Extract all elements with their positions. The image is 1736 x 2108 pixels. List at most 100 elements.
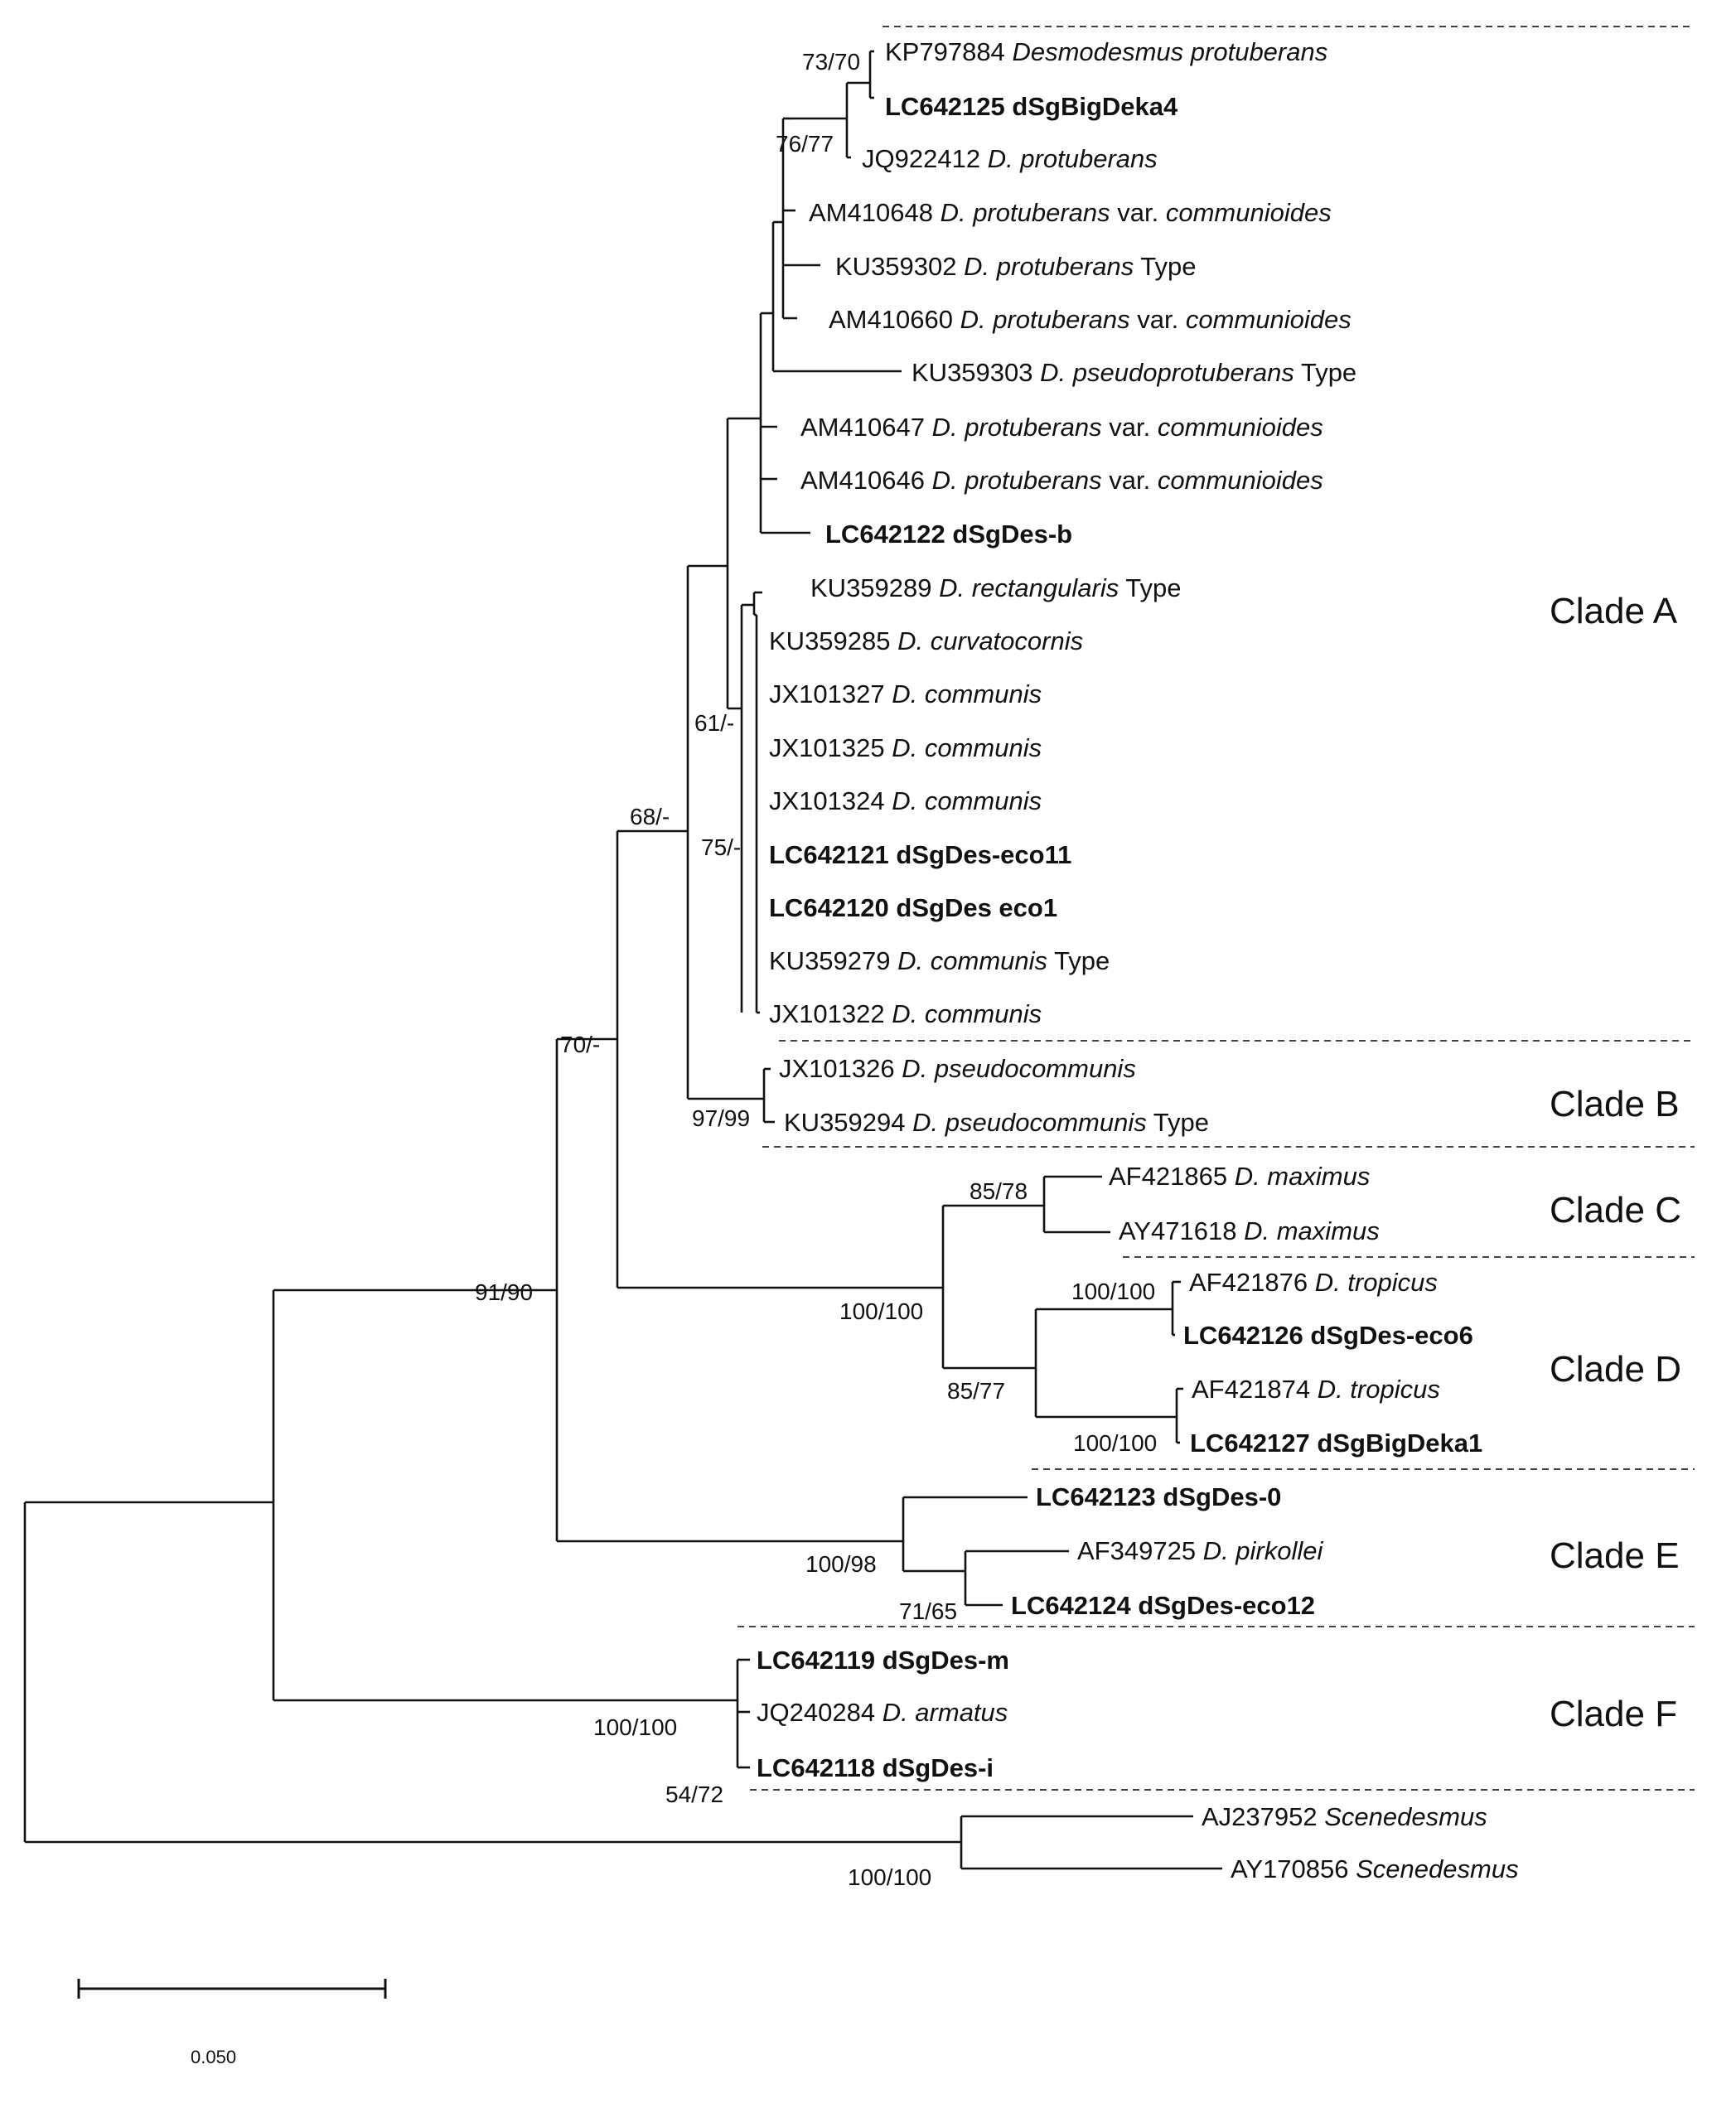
taxon-label: LC642125 dSgBigDeka4: [885, 92, 1178, 121]
support-value: 100/100: [1071, 1279, 1155, 1304]
taxon-name: D. communis: [892, 733, 1042, 762]
taxon-label: LC642127 dSgBigDeka1: [1190, 1429, 1482, 1458]
taxon-accession: JX101322: [769, 999, 885, 1028]
taxon-label: JQ922412 D. protuberans: [862, 144, 1158, 173]
taxon-label: KP797884 Desmodesmus protuberans: [885, 37, 1327, 66]
support-value: 71/65: [899, 1598, 957, 1624]
support-value: 100/100: [839, 1298, 923, 1324]
taxon-name: D. armatus: [883, 1698, 1008, 1727]
taxon-accession: LC642120: [769, 893, 889, 922]
support-value: 54/72: [665, 1782, 723, 1807]
taxon-name: dSgDes-eco6: [1310, 1321, 1472, 1350]
taxon-label: KU359303 D. pseudoprotuberans Type: [912, 358, 1356, 387]
support-value: 100/100: [593, 1714, 677, 1740]
taxon-name: Scenedesmus: [1356, 1854, 1518, 1883]
taxon-accession: LC642126: [1183, 1321, 1303, 1350]
taxon-label: KU359285 D. curvatocornis: [769, 626, 1083, 655]
taxon-suffix: var.: [1109, 466, 1150, 495]
taxon-label: AM410646 D. protuberans var. communioide…: [800, 466, 1323, 495]
clade-label: Clade F: [1550, 1694, 1677, 1734]
taxon-name: D. protuberans: [964, 252, 1134, 281]
taxon-accession: AF421865: [1109, 1162, 1227, 1191]
taxon-name: D. pirkollei: [1203, 1536, 1324, 1565]
taxon-label: AM410648 D. protuberans var. communioide…: [809, 198, 1332, 227]
taxon-accession: AM410647: [800, 413, 925, 442]
taxon-name: D. protuberans: [932, 466, 1102, 495]
taxon-label: LC642122 dSgDes-b: [825, 520, 1072, 549]
taxon-label: JQ240284 D. armatus: [757, 1698, 1008, 1727]
support-values: 73/70 76/77 61/- 75/- 68/- 70/- 97/99 85…: [475, 49, 1157, 1890]
taxon-name: dSgBigDeka4: [1012, 92, 1178, 121]
taxon-accession: AJ237952: [1202, 1802, 1318, 1831]
clade-label: Clade D: [1550, 1349, 1681, 1390]
taxon-name: D. pseudocommunis: [912, 1108, 1147, 1137]
taxon-accession: JX101324: [769, 786, 885, 815]
taxon-name: D. pseudocommunis: [902, 1054, 1136, 1083]
taxon-name: dSgDes-m: [883, 1646, 1009, 1675]
taxon-label: LC642126 dSgDes-eco6: [1183, 1321, 1473, 1350]
taxon-name: D. protuberans: [960, 305, 1130, 334]
taxon-accession: AM410646: [800, 466, 925, 495]
taxon-name: dSgBigDeka1: [1317, 1429, 1482, 1458]
taxon-name: dSgDes-i: [883, 1753, 994, 1782]
scale-bar-label: 0.050: [191, 2047, 236, 2067]
taxon-label: AF421874 D. tropicus: [1192, 1375, 1440, 1404]
taxon-name: D. tropicus: [1315, 1268, 1438, 1297]
support-value: 100/98: [805, 1551, 877, 1577]
clade-separators: [737, 26, 1695, 1791]
taxon-accession: AY471618: [1119, 1216, 1237, 1245]
taxon-name: dSgDes-eco11: [896, 840, 1071, 869]
support-value: 85/78: [970, 1178, 1028, 1204]
taxon-suffix: var.: [1109, 413, 1150, 442]
taxon-label: AF421865 D. maximus: [1109, 1162, 1370, 1191]
taxon-label: KU359289 D. rectangularis Type: [810, 573, 1182, 602]
taxon-name: Desmodesmus protuberans: [1012, 37, 1327, 66]
taxon-accession: LC642119: [757, 1646, 875, 1675]
scale-bar: 0.050: [77, 1979, 387, 2067]
taxon-label: LC642123 dSgDes-0: [1036, 1482, 1281, 1511]
taxon-accession: AF421874: [1192, 1375, 1310, 1404]
taxon-name: D. pseudoprotuberans: [1040, 358, 1294, 387]
taxon-epithet: communioides: [1186, 305, 1352, 334]
taxon-suffix: Type: [1153, 1108, 1209, 1137]
taxon-suffix: Type: [1125, 573, 1181, 602]
support-value: 100/100: [848, 1864, 931, 1890]
taxon-label: LC642121 dSgDes-eco11: [769, 840, 1071, 869]
taxon-label: JX101326 D. pseudocommunis: [779, 1054, 1136, 1083]
taxon-label: AF349725 D. pirkollei: [1077, 1536, 1324, 1565]
support-value: 73/70: [802, 49, 860, 75]
support-value: 100/100: [1073, 1430, 1157, 1456]
taxon-label: JX101327 D. communis: [769, 679, 1042, 708]
taxon-name: D. communis: [892, 999, 1042, 1028]
taxon-accession: LC642127: [1190, 1429, 1310, 1458]
clade-label: Clade B: [1550, 1084, 1680, 1124]
taxon-accession: JQ240284: [757, 1698, 875, 1727]
support-value: 70/-: [560, 1032, 600, 1057]
taxon-name: dSgDes eco1: [896, 893, 1057, 922]
taxon-accession: LC642125: [885, 92, 1005, 121]
taxon-label: AY471618 D. maximus: [1119, 1216, 1380, 1245]
taxon-accession: AM410648: [809, 198, 933, 227]
taxon-name: D. protuberans: [988, 144, 1158, 173]
taxon-label: LC642124 dSgDes-eco12: [1011, 1591, 1315, 1620]
support-value: 75/-: [701, 834, 741, 860]
taxon-accession: KU359289: [810, 573, 932, 602]
taxon-accession: KU359285: [769, 626, 891, 655]
taxon-accession: AM410660: [829, 305, 953, 334]
taxon-label: AY170856 Scenedesmus: [1231, 1854, 1519, 1883]
taxon-epithet: communioides: [1166, 198, 1332, 227]
taxon-label: JX101325 D. communis: [769, 733, 1042, 762]
taxon-suffix: var.: [1117, 198, 1158, 227]
taxon-label: LC642119 dSgDes-m: [757, 1646, 1009, 1675]
taxon-name: D. maximus: [1235, 1162, 1371, 1191]
taxon-accession: AY170856: [1231, 1854, 1349, 1883]
taxon-label: AJ237952 Scenedesmus: [1202, 1802, 1487, 1831]
clade-label: Clade E: [1550, 1535, 1680, 1576]
taxon-label: KU359279 D. communis Type: [769, 946, 1110, 975]
taxon-name: D. protuberans: [932, 413, 1102, 442]
taxon-suffix: var.: [1137, 305, 1178, 334]
taxon-name: D. communis: [897, 946, 1047, 975]
taxon-label: LC642118 dSgDes-i: [757, 1753, 994, 1782]
taxon-accession: KU359279: [769, 946, 891, 975]
taxon-label: KU359294 D. pseudocommunis Type: [784, 1108, 1209, 1137]
